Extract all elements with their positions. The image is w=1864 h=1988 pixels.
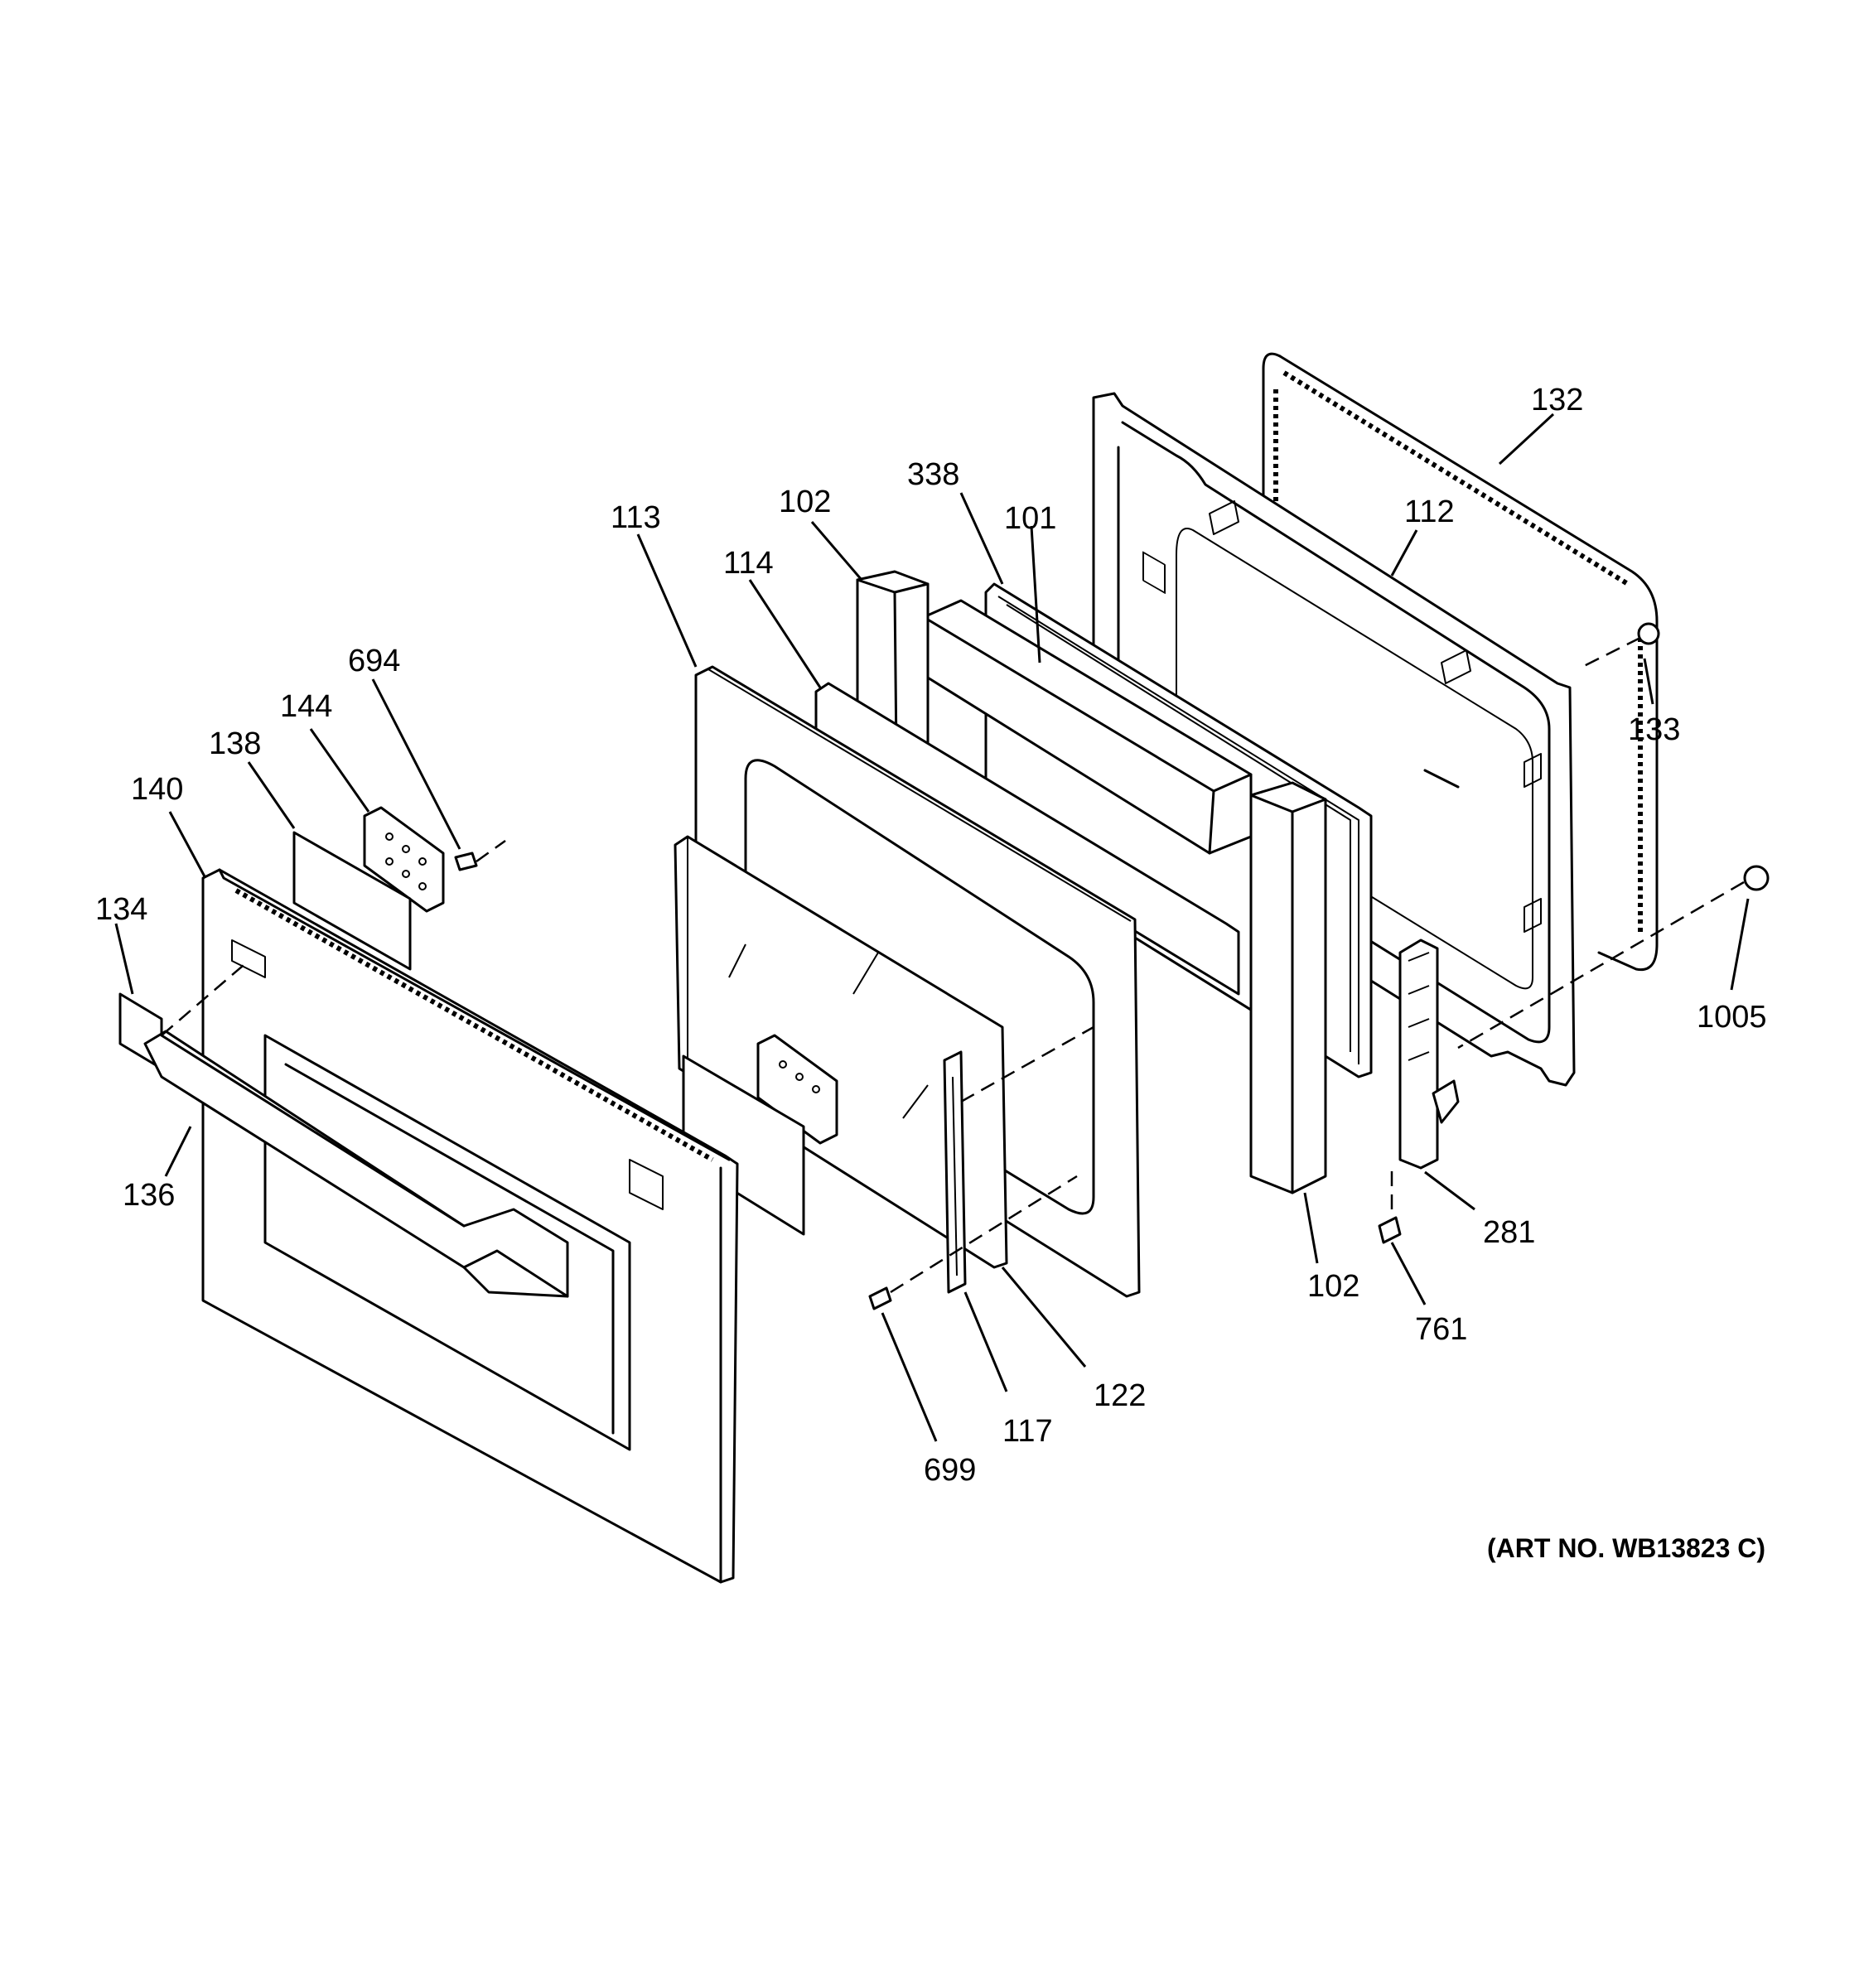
part-144-vent-plate [363, 806, 445, 913]
clip-133 [1637, 622, 1660, 645]
part-117-hinge-bracket [943, 1050, 967, 1294]
part-136-handle [118, 960, 569, 1298]
callout-694: 694 [348, 644, 400, 678]
part-144-vent-plate-lower [756, 1034, 838, 1145]
callout-132: 132 [1531, 383, 1583, 417]
callout-1005: 1005 [1697, 1000, 1767, 1035]
part-138-insulation-pad-lower [682, 1054, 805, 1236]
assembly-guide-lines [476, 636, 1745, 1294]
callout-112: 112 [1404, 495, 1455, 529]
callout-labels: 132 112 338 101 113 102 114 694 144 138 … [95, 383, 1767, 1563]
callout-101: 101 [1004, 501, 1056, 536]
part-281-hinge [1398, 939, 1460, 1170]
callout-102-top: 102 [779, 485, 831, 519]
callout-102-bottom: 102 [1307, 1269, 1359, 1304]
callout-699: 699 [924, 1453, 976, 1488]
screw-1005 [1743, 865, 1770, 891]
part-138-insulation-pad [292, 831, 412, 971]
callout-117: 117 [1002, 1414, 1053, 1449]
callout-140: 140 [131, 772, 183, 807]
part-122-inner-glass [674, 835, 1008, 1269]
callout-122: 122 [1094, 1378, 1146, 1413]
callout-138: 138 [209, 726, 261, 761]
callout-761: 761 [1415, 1312, 1467, 1347]
part-102-spacer-bar-right [1249, 781, 1327, 1194]
leader-lines [114, 413, 1750, 1442]
callout-133: 133 [1628, 712, 1680, 747]
callout-113: 113 [611, 500, 661, 535]
callout-144: 144 [280, 689, 332, 724]
callout-338: 338 [907, 457, 959, 492]
callout-281: 281 [1483, 1215, 1535, 1250]
callout-114: 114 [723, 546, 774, 581]
screw-761 [1378, 1216, 1402, 1244]
art-number: (ART NO. WB13823 C) [1487, 1533, 1765, 1563]
part-112-inner-door-panel [1092, 392, 1576, 1087]
screw-699 [868, 1286, 892, 1310]
callout-134: 134 [95, 892, 147, 927]
callout-136: 136 [123, 1178, 175, 1213]
screw-694 [454, 852, 478, 871]
